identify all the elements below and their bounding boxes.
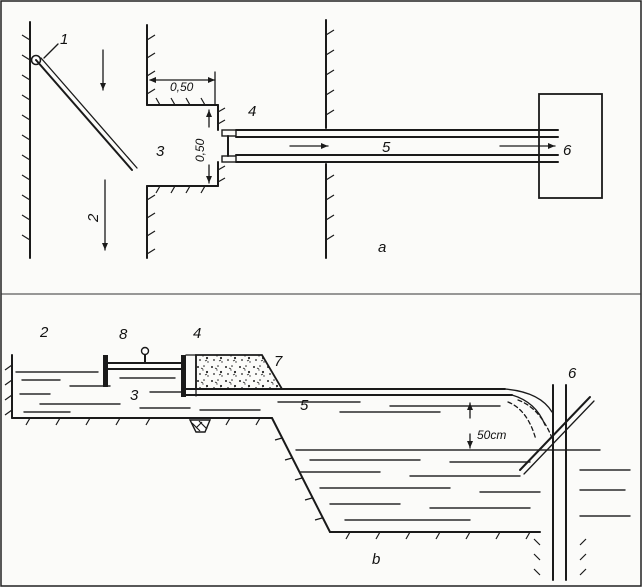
label-b-pipe: 5: [300, 397, 309, 414]
label-b-post: 6: [568, 365, 577, 382]
label-channel: 2: [85, 213, 102, 223]
channel-right-wall-upper: [146, 24, 226, 131]
pipe-a: [235, 129, 559, 163]
label-gate: 4: [248, 103, 256, 120]
dim-width-label: 0,50: [170, 80, 194, 94]
upper-water: [15, 371, 191, 413]
label-b-handwheel: 8: [119, 326, 128, 343]
label-b-channel: 2: [39, 324, 49, 341]
label-tank: 6: [563, 142, 572, 159]
caption-a: a: [378, 239, 386, 256]
label-b-block: 7: [274, 353, 283, 370]
pipe-b: [185, 388, 513, 413]
label-b-gate: 4: [193, 325, 201, 342]
label-screen: 1: [60, 31, 68, 48]
outflow-jet: [504, 388, 553, 441]
gate-b: [181, 354, 197, 397]
dimension-width: [149, 71, 216, 105]
dim-height-label: 0,50: [193, 138, 207, 162]
screen-bar: [30, 43, 138, 171]
measuring-post: [519, 384, 595, 581]
label-pipe: 5: [382, 139, 391, 156]
label-b-chamber: 3: [130, 387, 139, 404]
lower-water: [295, 449, 631, 521]
part-b-section: 2 3 4 5 6 7 8 50cm b: [4, 324, 631, 581]
cross-wall: [325, 19, 335, 259]
gravel-block: [195, 354, 284, 390]
label-chamber: 3: [156, 143, 165, 160]
channel-right-wall-lower: [146, 161, 226, 259]
caption-b: b: [372, 551, 380, 568]
tank-box: [538, 93, 603, 199]
part-a-plan: 1 2 3 4 5 6 0,50 0,50 a: [21, 19, 603, 259]
pipe-support: [188, 419, 212, 433]
gate-a: [221, 129, 237, 163]
upper-channel: [4, 354, 541, 540]
handwheel-assembly: [103, 346, 183, 387]
channel-left-wall: [21, 21, 31, 259]
dim-drop-label: 50cm: [477, 428, 506, 442]
